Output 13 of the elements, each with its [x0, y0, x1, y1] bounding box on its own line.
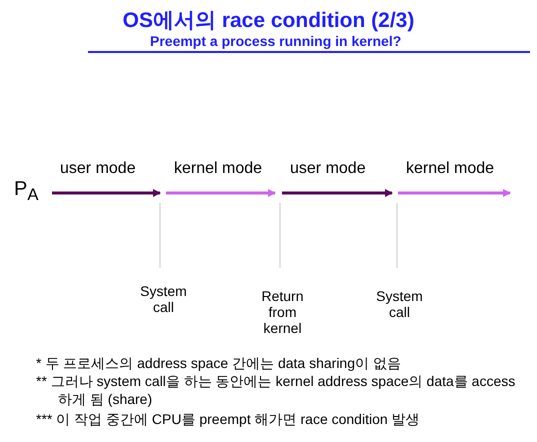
slide-title: OS에서의 race condition (2/3) — [122, 8, 416, 34]
mode-label: user mode — [290, 160, 366, 178]
event-label: System call — [139, 283, 188, 315]
mode-label: user mode — [60, 160, 136, 178]
note-text: *** 이 작업 중간에 CPU를 preempt 해가면 race condition 발생 — [36, 411, 420, 429]
mode-label: kernel mode — [406, 160, 494, 178]
slide-subtitle: Preempt a process running in kernel? — [150, 33, 402, 49]
mode-label: kernel mode — [174, 160, 262, 178]
event-label: System call — [375, 288, 424, 320]
note-text: ** 그러나 system call을 하는 동안에는 kernel address space의 data를 access하게 됨 (share) — [36, 373, 516, 409]
note-text: * 두 프로세스의 address space 간에는 data sharing이 없음 — [36, 355, 401, 373]
process-label: P$_{A}$ — [14, 178, 38, 205]
event-label: Return from kernel — [260, 288, 305, 336]
